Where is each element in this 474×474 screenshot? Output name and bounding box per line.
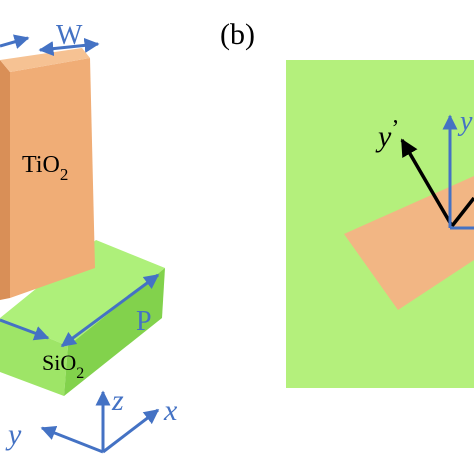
dimension-w-arrow [38, 37, 100, 57]
axis-rotated-x-line [450, 196, 474, 228]
axes-a: z x y [5, 384, 178, 454]
dimension-p: P [60, 273, 160, 348]
pillar-material-subscript: 2 [60, 165, 69, 184]
panel-b-label: (b) [220, 18, 255, 51]
substrate-material-base: SiO [42, 350, 76, 375]
substrate-material-label: SiO2 [42, 350, 84, 382]
axis-y-label: y [5, 418, 22, 451]
dimension-p-arrow [60, 273, 160, 348]
pillar-material-base: TiO [22, 152, 60, 178]
panel-b: y’ y [286, 60, 474, 388]
dimension-p-label: P [136, 306, 152, 337]
axis-rotated-y-base: y [375, 120, 392, 153]
dimension-partial-arrow [0, 34, 30, 49]
pillar-front-face [10, 58, 95, 298]
pillar-side-face [0, 60, 10, 300]
axis-b-y-label: y [457, 106, 473, 137]
axis-rotated-y-label: y’ [375, 116, 399, 153]
axis-y-arrow [40, 425, 104, 454]
axis-rotated-y-prime: ’ [391, 116, 399, 142]
axis-x-arrow [102, 408, 160, 454]
dimension-w: W [38, 20, 100, 57]
pillar [0, 48, 95, 300]
pillar-material-label: TiO2 [22, 152, 68, 184]
axes-b: y’ y [375, 106, 474, 230]
panel-a: W TiO2 P SiO2 z x y [0, 20, 178, 454]
axis-x-label: x [163, 394, 178, 427]
axis-z-label: z [111, 384, 124, 417]
dimension-substrate-left-arrow [0, 318, 50, 341]
substrate-front-face [0, 318, 68, 396]
substrate-material-subscript: 2 [76, 365, 84, 382]
dimension-w-label: W [56, 20, 83, 51]
axis-rotated-y-arrow [400, 138, 454, 227]
